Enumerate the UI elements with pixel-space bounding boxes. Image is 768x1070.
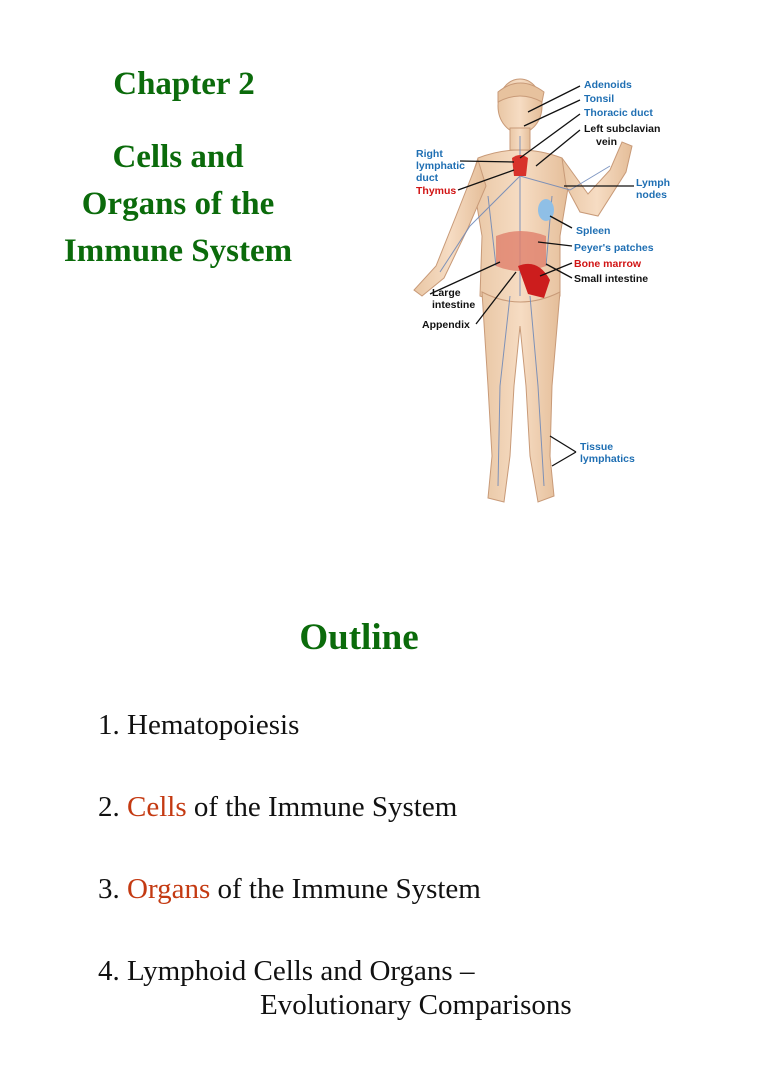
label-tonsil: Tonsil — [584, 93, 614, 105]
slide-chapter-title: Chapter 2 Cells and Organs of the Immune… — [0, 66, 700, 516]
label-right-lymphatic-1: Right — [416, 148, 443, 160]
item-number: 4. — [98, 955, 127, 987]
chapter-title: Chapter 2 — [113, 66, 255, 102]
leader-lines — [429, 85, 634, 467]
label-lymph-nodes-1: Lymph — [636, 177, 670, 189]
item-text: Hematopoiesis — [127, 709, 300, 741]
label-adenoids: Adenoids — [584, 79, 632, 91]
label-bone-marrow: Bone marrow — [574, 258, 642, 270]
outline-item: 4. Lymphoid Cells and Organs –Evolutiona… — [98, 954, 572, 1022]
label-small-intestine: Small intestine — [574, 273, 648, 285]
label-spleen: Spleen — [576, 225, 610, 237]
outline-item: 1. Hematopoiesis — [98, 708, 572, 742]
spleen-organ — [538, 199, 554, 221]
bone-marrow-organ — [518, 263, 550, 298]
item-number: 3. — [98, 873, 127, 905]
human-body-illustration: Adenoids Tonsil Thoracic duct Left subcl… — [413, 78, 670, 503]
label-peyers-patches: Peyer's patches — [574, 242, 654, 254]
item-text: of the Immune System — [210, 873, 481, 905]
item-number: 1. — [98, 709, 127, 741]
label-right-lymphatic-2: lymphatic — [416, 160, 465, 172]
label-lymph-nodes-2: nodes — [636, 189, 667, 201]
chapter-subtitle: Cells and Organs of the Immune System — [0, 134, 356, 275]
subtitle-line-2: Organs of the — [81, 186, 275, 222]
figure-labels: Adenoids Tonsil Thoracic duct Left subcl… — [416, 79, 670, 465]
outline-list: 1. Hematopoiesis 2. Cells of the Immune … — [98, 708, 572, 1070]
label-large-intestine-1: Large — [432, 287, 461, 299]
slide-outline: Outline 1. Hematopoiesis 2. Cells of the… — [0, 560, 768, 1024]
outline-item: 2. Cells of the Immune System — [98, 790, 572, 824]
label-appendix: Appendix — [422, 319, 470, 331]
label-thoracic-duct: Thoracic duct — [584, 107, 653, 119]
item-number: 2. — [98, 791, 127, 823]
item-text: of the Immune System — [186, 791, 458, 823]
label-tissue-lymphatics-2: lymphatics — [580, 453, 635, 465]
label-left-subclavian-2: vein — [596, 136, 617, 148]
subtitle-line-1: Cells and — [112, 139, 244, 175]
label-thymus: Thymus — [416, 185, 456, 197]
lymphatic-system-figure: Adenoids Tonsil Thoracic duct Left subcl… — [400, 66, 700, 516]
label-tissue-lymphatics-1: Tissue — [580, 441, 613, 453]
thymus-organ — [512, 155, 528, 176]
item-highlight: Organs — [127, 873, 211, 905]
outline-title: Outline — [299, 617, 419, 658]
item-text: Lymphoid Cells and Organs – — [127, 955, 475, 987]
organs — [496, 155, 554, 298]
subtitle-line-3: Immune System — [63, 233, 293, 269]
label-right-lymphatic-3: duct — [416, 172, 439, 184]
item-continuation: Evolutionary Comparisons — [260, 989, 572, 1021]
label-large-intestine-2: intestine — [432, 299, 475, 311]
label-left-subclavian-1: Left subclavian — [584, 123, 660, 135]
intestine-organ — [496, 231, 546, 271]
item-highlight: Cells — [127, 791, 187, 823]
outline-item: 3. Organs of the Immune System — [98, 872, 572, 906]
